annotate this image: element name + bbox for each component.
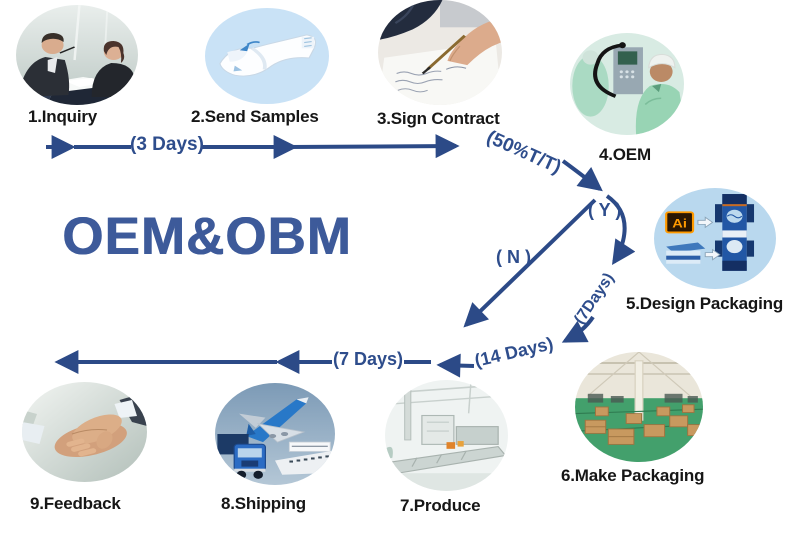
business-meeting-photo [16,5,138,105]
ai-icon-text: Ai [672,217,687,231]
arrow-to-contract [287,134,460,159]
step-circle-design-packaging: Ai [654,188,776,289]
step-circle-sign-contract [378,0,502,105]
diaper-sample-illustration [205,8,329,104]
hand-signing-contract-photo [378,0,502,105]
step-label-send-samples: 2.Send Samples [191,107,319,126]
arrow-contract-to-junction [561,159,603,192]
carton-box-warehouse-photo [575,352,703,462]
step-label-produce: 7.Produce [400,496,481,515]
step-label-sign-contract: 3.Sign Contract [377,109,500,128]
handshake-photo [22,382,147,482]
connector-label-7-days-ship: (7 Days) [333,349,404,369]
step-label-oem: 4.OEM [599,145,651,164]
step-label-feedback: 9.Feedback [30,494,121,513]
step-circle-oem [570,33,684,135]
arrow-to-make-packaging [561,315,595,343]
step-circle-shipping [215,383,335,485]
step-circle-send-samples [205,8,329,104]
arrow-to-produce [436,353,475,378]
connector-label-3-days: (3 Days) [130,134,204,155]
plane-truck-ship-photo [215,383,335,485]
step-label-make-packaging: 6.Make Packaging [561,466,705,485]
factory-worker-machine-photo [570,33,684,135]
step-label-shipping: 8.Shipping [221,494,306,513]
page-title: OEM&OBM [62,207,352,266]
step-label-inquiry: 1.Inquiry [28,107,98,126]
step-label-design-packaging: 5.Design Packaging [626,294,784,313]
arrow-no-branch [463,198,597,328]
step-circle-inquiry [16,5,138,105]
step-circle-produce [385,380,508,491]
step-circle-make-packaging [575,352,703,462]
step-circle-feedback [22,382,147,482]
ai-packaging-design-illustration: Ai [654,188,776,289]
connector-label-no: ( N ) [496,247,531,267]
production-line-photo [385,380,508,491]
arrow-yes-branch [605,194,636,265]
connector-label-yes: ( Y ) [588,200,622,220]
